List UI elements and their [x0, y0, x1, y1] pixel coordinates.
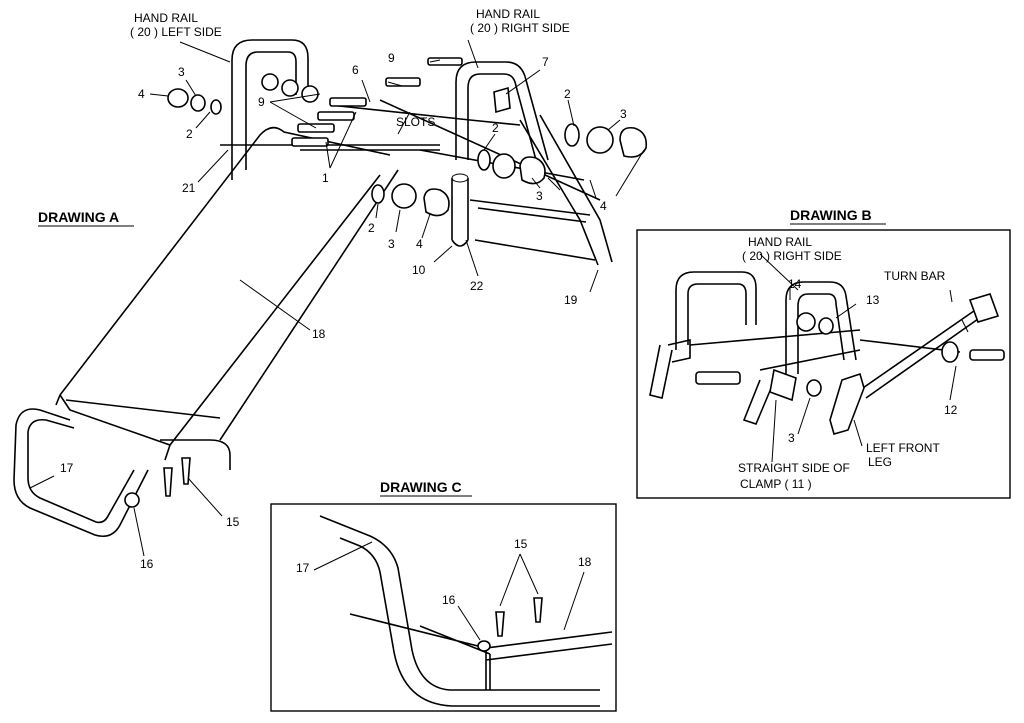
b-left-front-label-1: LEFT FRONT	[866, 441, 940, 455]
ladder	[419, 114, 613, 266]
c-part-16: 16	[442, 593, 456, 607]
part-21: 21	[182, 181, 196, 195]
c-bumper	[319, 515, 600, 707]
left-hand-rail	[231, 39, 309, 140]
b-part-3: 3	[788, 431, 795, 445]
part-15: 15	[226, 515, 240, 529]
fasteners-left	[167, 73, 319, 115]
drawing-b: DRAWING B HAND	[636, 207, 1011, 499]
leader-lines-b	[759, 253, 969, 463]
drawing-b-frame	[636, 229, 1011, 499]
part-3b: 3	[620, 107, 627, 121]
b-part-12: 12	[944, 403, 958, 417]
c-screw-1	[495, 611, 505, 637]
part-4c: 4	[416, 237, 423, 251]
part-2c: 2	[492, 121, 499, 135]
b-center-leg	[742, 379, 773, 425]
part-2d: 2	[368, 221, 375, 235]
part-4a: 4	[138, 87, 145, 101]
left-leg	[231, 140, 247, 180]
b-left-rail	[675, 271, 757, 350]
part-1: 1	[322, 171, 329, 185]
hand-rail-right-label-2: ( 20 ) RIGHT SIDE	[470, 21, 570, 35]
b-turn-bar	[859, 303, 989, 399]
hand-rail-left-label-1: HAND RAIL	[134, 11, 198, 25]
part-10: 10	[412, 263, 426, 277]
hand-rail-left-label-2: ( 20 ) LEFT SIDE	[130, 25, 222, 39]
part-3d: 3	[388, 237, 395, 251]
c-slide-rail	[485, 643, 613, 661]
b-turn-bar-cap	[968, 293, 1000, 323]
part-3c: 3	[536, 189, 543, 203]
right-hand-rail	[455, 61, 549, 161]
b-hand-rail-label-1: HAND RAIL	[748, 235, 812, 249]
slide-bed-edge	[55, 394, 221, 419]
screws-15	[163, 457, 191, 497]
b-left-front-label-2: LEG	[868, 455, 892, 469]
b-hand-rail-label-2: ( 20 ) RIGHT SIDE	[742, 249, 842, 263]
c-part-15: 15	[514, 537, 528, 551]
drawing-c-frame	[270, 503, 617, 712]
part-22: 22	[470, 279, 484, 293]
part-18: 18	[312, 327, 326, 341]
front-bumper	[13, 408, 149, 538]
drawing-c: DRAWING C 17 15 16 18	[270, 479, 617, 712]
b-part-14: 14	[788, 277, 802, 291]
b-left-leg	[649, 338, 691, 399]
b-clamp-label-2: CLAMP ( 11 )	[740, 477, 812, 491]
slots-label: SLOTS	[396, 115, 435, 129]
part-7: 7	[542, 55, 549, 69]
drawing-a: DRAWING A HAND RAIL ( 20 ) LEFT SIDE HAN…	[13, 7, 648, 571]
part-17: 17	[60, 461, 74, 475]
b-right-rail	[785, 281, 857, 380]
drawing-b-title: DRAWING B	[790, 207, 872, 223]
drawing-a-title: DRAWING A	[38, 209, 119, 225]
b-left-front-leg	[829, 372, 865, 435]
fasteners-right	[371, 86, 648, 217]
part-2a: 2	[186, 127, 193, 141]
b-turn-bar-label: TURN BAR	[884, 269, 946, 283]
center-post	[451, 178, 469, 247]
part-4b: 4	[600, 199, 607, 213]
slide-body	[59, 126, 399, 470]
part-9a: 9	[258, 95, 265, 109]
c-part-17: 17	[296, 561, 310, 575]
hand-rail-right-label-1: HAND RAIL	[476, 7, 540, 21]
b-frame-bars	[689, 329, 961, 371]
part-6: 6	[352, 63, 359, 77]
b-clamp-label-1: STRAIGHT SIDE OF	[738, 461, 850, 475]
b-part-13: 13	[866, 293, 880, 307]
leader-lines-c	[313, 541, 585, 641]
part-16: 16	[140, 557, 154, 571]
c-plug-16	[477, 640, 491, 652]
part-9b: 9	[388, 51, 395, 65]
part-2b: 2	[564, 87, 571, 101]
part-19: 19	[564, 293, 578, 307]
bolts-group-1	[291, 57, 463, 147]
c-part-18: 18	[578, 555, 592, 569]
leader-lines-a	[29, 39, 645, 557]
part-3a: 3	[178, 65, 185, 79]
c-screw-2	[533, 597, 543, 623]
drawing-c-title: DRAWING C	[380, 479, 462, 495]
plug-16	[124, 492, 140, 508]
